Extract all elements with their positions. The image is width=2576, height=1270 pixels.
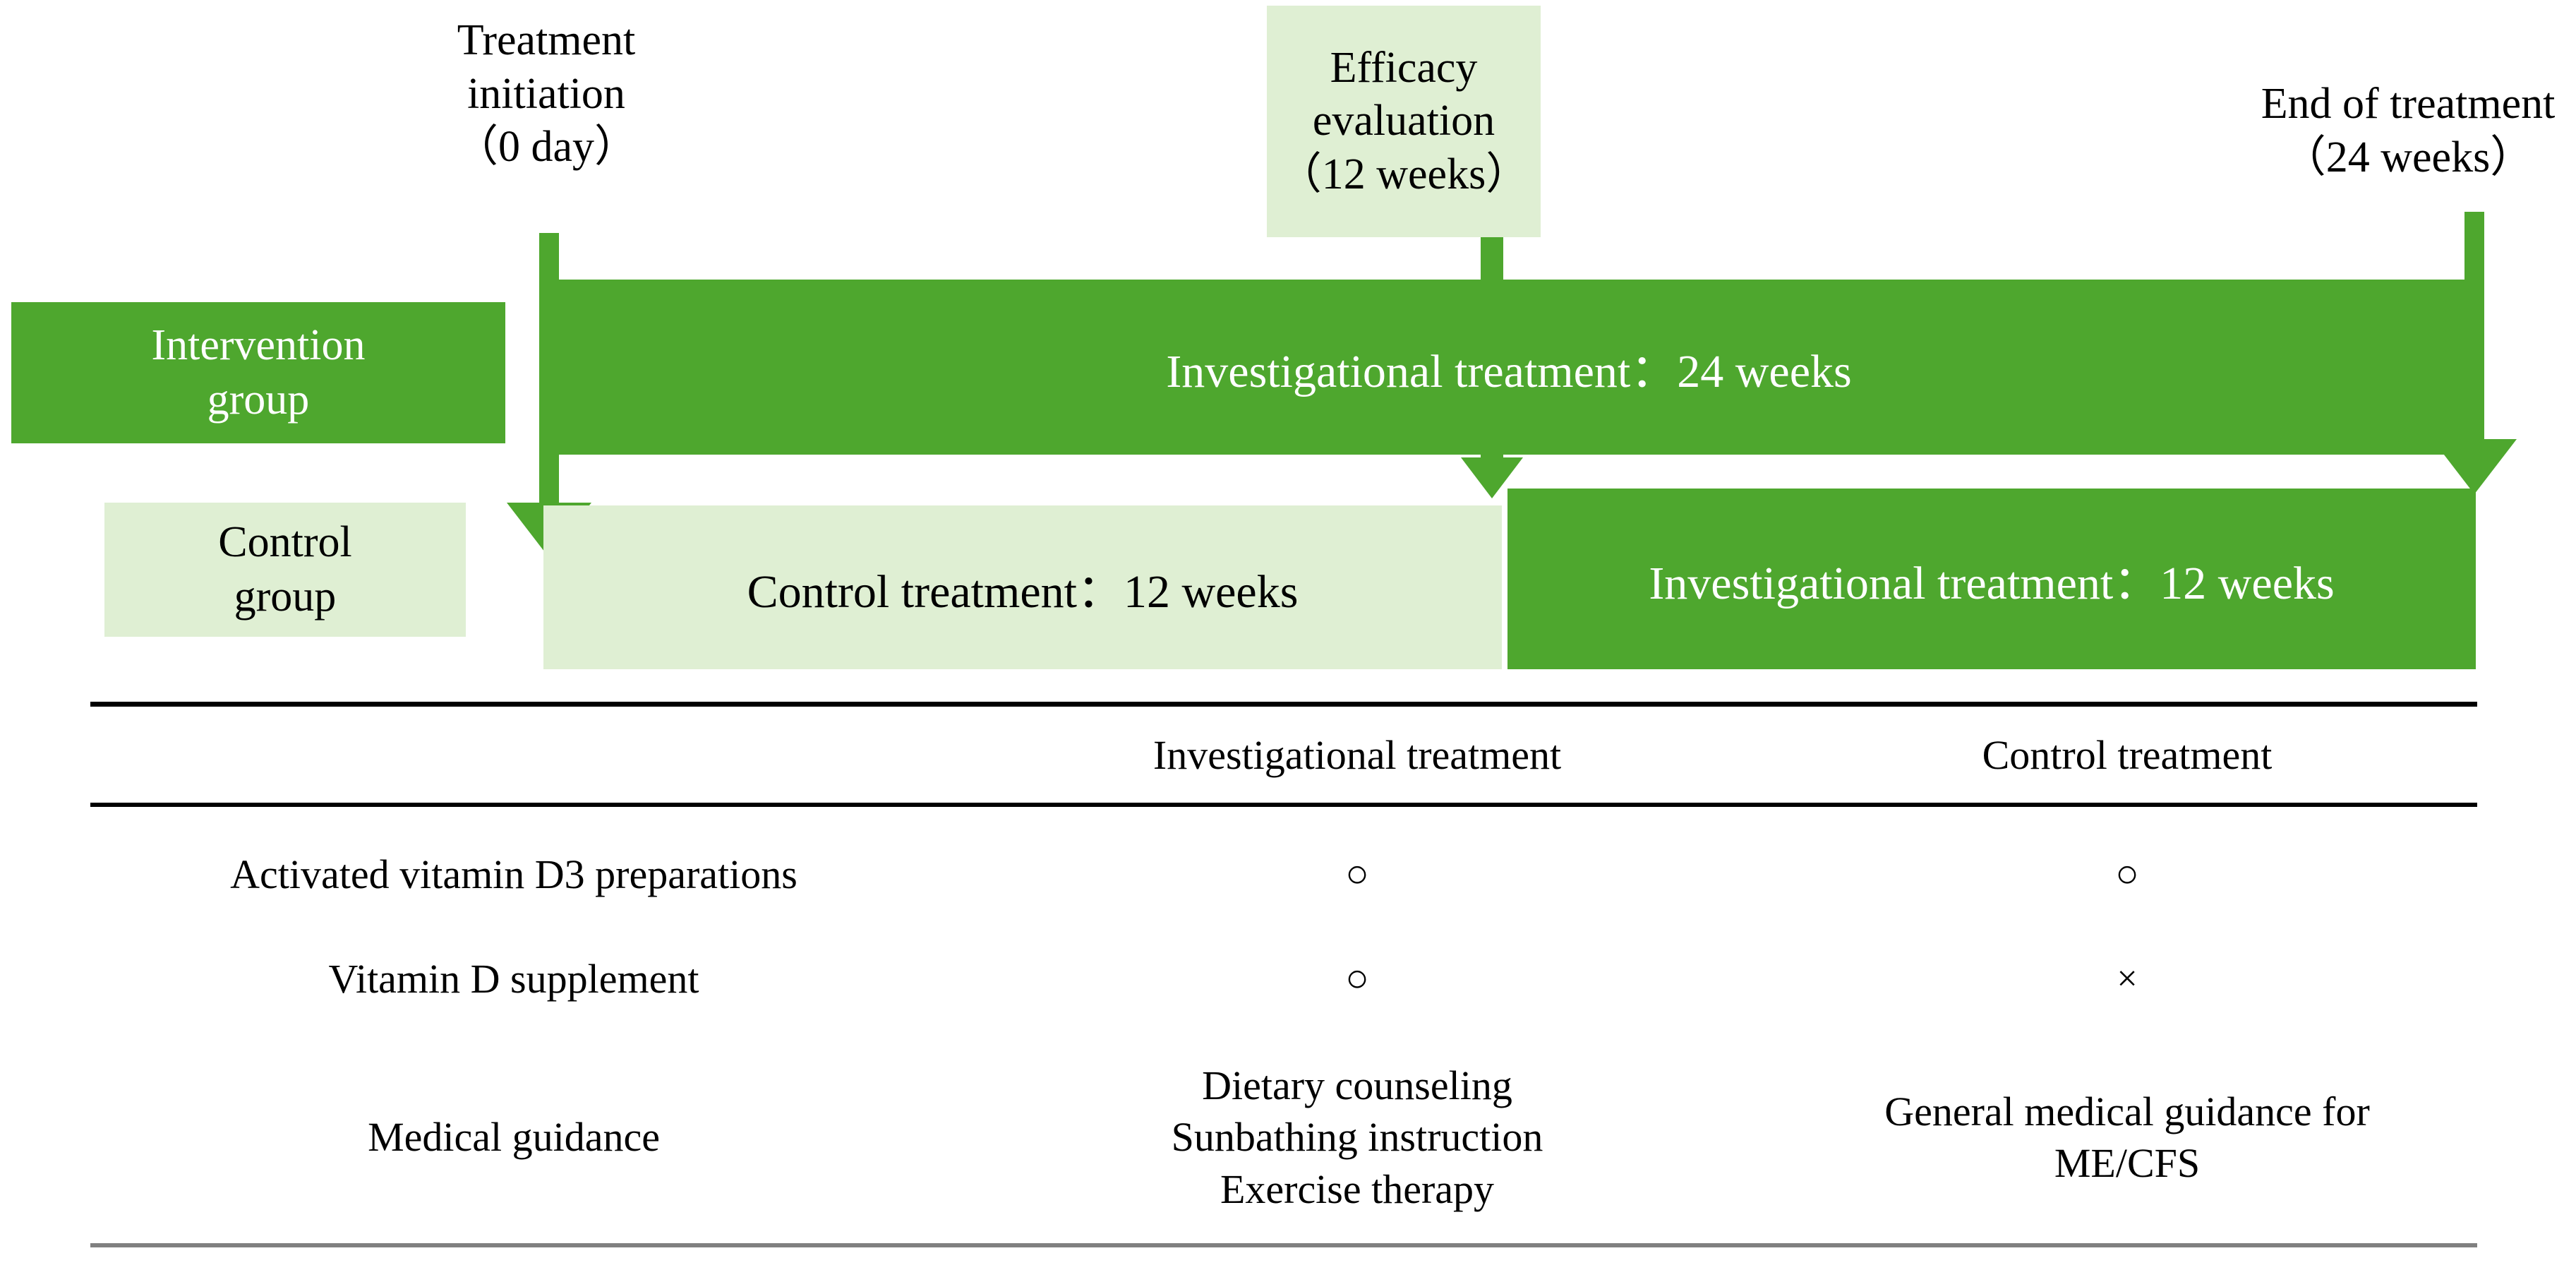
table-header-control: Control treatment	[1777, 702, 2477, 805]
timeline-bar-intervention: Investigational treatment：24 weeks	[542, 280, 2476, 455]
table-header-investigational: Investigational treatment	[937, 702, 1777, 805]
rule-cell-3	[1777, 803, 2477, 822]
callout-efficacy-evaluation: Efficacy evaluation （12 weeks）	[1267, 6, 1541, 237]
rule-cell-1	[90, 803, 937, 822]
table-header-blank	[90, 702, 937, 805]
row-value-investigational-circle-icon: ○	[1345, 957, 1369, 1000]
table-row: Activated vitamin D3 preparations ○ ○	[90, 822, 2477, 925]
row-label-activated-vitamin-d3: Activated vitamin D3 preparations	[230, 851, 798, 897]
group-label-intervention: Intervention group	[11, 302, 505, 443]
callout-end-of-treatment: End of treatment （24 weeks）	[2261, 80, 2556, 181]
rule-cell-2	[937, 803, 1777, 822]
efficacy-connector-stem	[1481, 237, 1503, 281]
callout-treatment-initiation: Treatment initiation （0 day）	[454, 16, 639, 172]
timeline-bar-control-phase2: Investigational treatment：12 weeks	[1507, 489, 2476, 669]
timeline-bar-control-phase1: Control treatment：12 weeks	[543, 505, 1502, 669]
row-label-vitamin-d-supplement: Vitamin D supplement	[328, 955, 699, 1002]
row-value-investigational-circle-icon: ○	[1345, 852, 1369, 896]
treatment-comparison-table: Investigational treatment Control treatm…	[90, 702, 2477, 1247]
row-label-medical-guidance: Medical guidance	[90, 1031, 937, 1247]
row-value-control-circle-icon: ○	[2115, 852, 2139, 896]
row-value-control-guidance: General medical guidance for ME/CFS	[1777, 1031, 2477, 1247]
table-header-rule	[90, 803, 2477, 822]
row-value-control-cross-icon: ×	[2117, 958, 2138, 999]
table-header-row: Investigational treatment Control treatm…	[90, 702, 2477, 805]
table-row: Medical guidance Dietary counseling Sunb…	[90, 1031, 2477, 1247]
table-row: Vitamin D supplement ○ ×	[90, 925, 2477, 1031]
group-label-control: Control group	[104, 503, 466, 637]
row-value-investigational-guidance: Dietary counseling Sunbathing instructio…	[937, 1031, 1777, 1247]
